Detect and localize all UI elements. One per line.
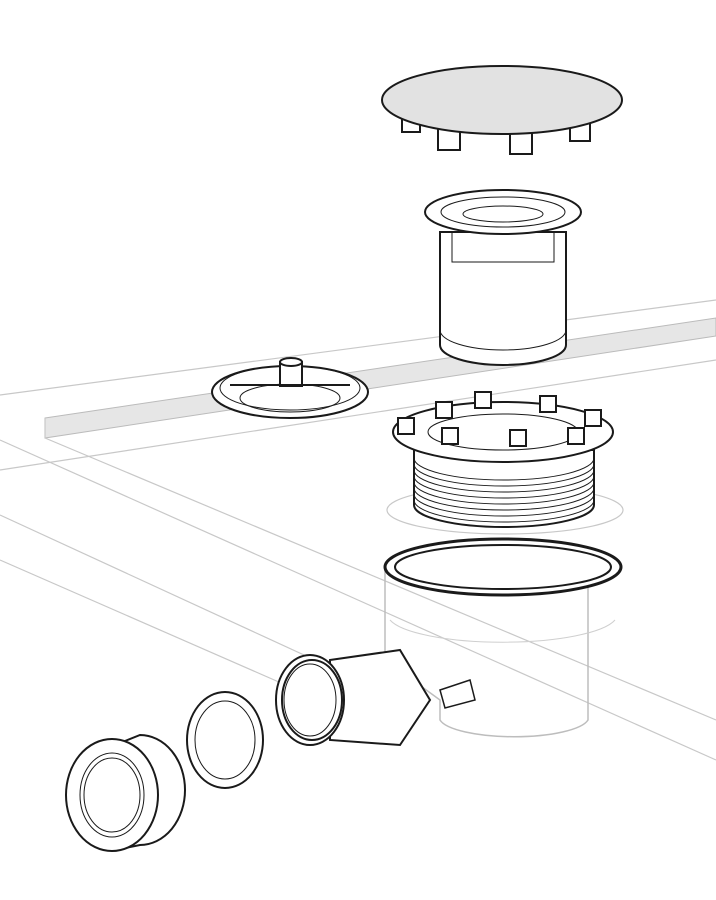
thread-lines xyxy=(413,457,595,523)
seal-ring xyxy=(186,691,264,789)
drain-cover-cap xyxy=(381,65,623,155)
strainer-insert xyxy=(424,189,582,366)
trap-body xyxy=(383,537,623,738)
threaded-flange xyxy=(392,391,614,528)
spider-retainer-ring xyxy=(211,357,369,419)
pipe-connector xyxy=(275,648,432,747)
union-nut xyxy=(65,733,186,852)
